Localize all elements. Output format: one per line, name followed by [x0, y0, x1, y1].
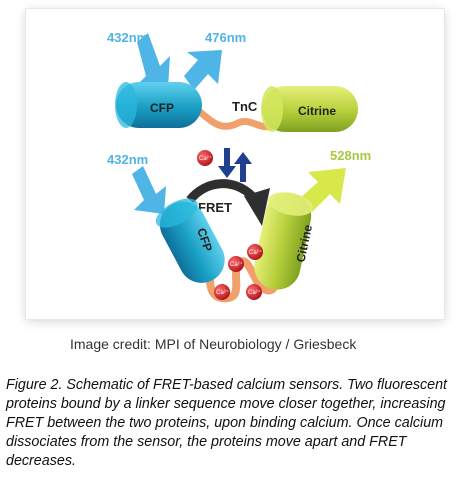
fret-arrowhead: [244, 188, 270, 226]
calcium-ion-bound-3: Ca²⁺: [214, 284, 230, 300]
equilibrium-arrows: [218, 148, 252, 182]
calcium-label-bound-2: Ca²⁺: [249, 249, 262, 256]
citrine-protein-top: [261, 86, 358, 132]
top-emission-arrow: [184, 50, 222, 90]
fret-sensor-diagram: 432nm 476nm TnC CFP Citrine Ca²⁺ 432nm: [107, 30, 371, 303]
cfp-protein-bottom: [155, 198, 225, 283]
calcium-ion-bound-1: Ca²⁺: [228, 256, 244, 272]
bottom-excitation-label: 432nm: [107, 152, 148, 167]
citrine-label-top: Citrine: [298, 104, 336, 118]
bottom-emission-arrow: [300, 168, 346, 212]
top-excitation-arrow: [136, 33, 170, 88]
top-emission-label: 476nm: [205, 30, 246, 45]
figure-caption: Figure 2. Schematic of FRET-based calciu…: [6, 377, 447, 469]
citrine-protein-bottom: [254, 192, 314, 290]
fret-label: FRET: [198, 200, 232, 215]
linker-label: TnC: [232, 99, 258, 114]
bottom-emission-label: 528nm: [330, 148, 371, 163]
cfp-protein-top: [115, 82, 202, 128]
image-credit: Image credit: MPI of Neurobiology / Grie…: [70, 336, 357, 352]
calcium-label-bound-3: Ca²⁺: [216, 289, 229, 296]
calcium-label-bound-4: Ca²⁺: [248, 289, 261, 296]
calcium-label-free: Ca²⁺: [199, 155, 212, 162]
calcium-ion-bound-4: Ca²⁺: [246, 284, 262, 300]
bottom-excitation-arrow: [132, 166, 166, 214]
cfp-label-top: CFP: [150, 101, 174, 115]
calcium-ion-bound-2: Ca²⁺: [247, 244, 263, 260]
calcium-label-bound-1: Ca²⁺: [230, 261, 243, 268]
fret-arrow: [186, 179, 256, 204]
calcium-ion-free: Ca²⁺: [197, 150, 213, 166]
top-excitation-label: 432nm: [107, 30, 148, 45]
